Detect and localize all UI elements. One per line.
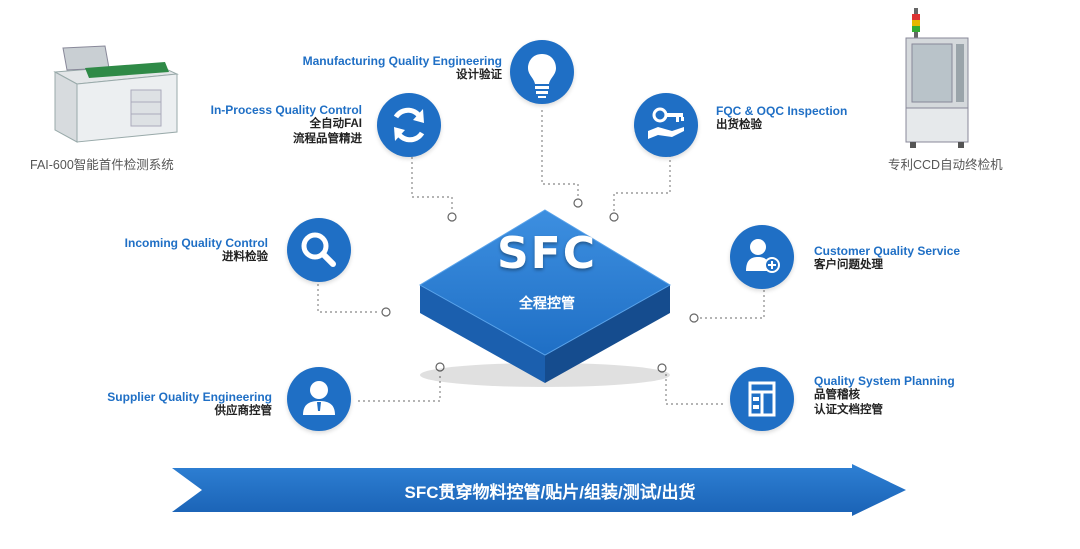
lightbulb-icon: [528, 54, 556, 98]
center-subtitle: 全程控管: [519, 295, 575, 311]
sfc-platform: [419, 209, 671, 387]
iqc-label: Incoming Quality Control 进料检验: [125, 236, 268, 265]
iqc-desc: 进料检验: [222, 251, 268, 263]
sqe-circle: [287, 367, 351, 431]
sqe-label: Supplier Quality Engineering 供应商控管: [107, 390, 272, 419]
iqc-title: Incoming Quality Control: [124, 236, 268, 250]
fqc-circle: [634, 93, 698, 157]
center-title: SFC: [496, 228, 598, 279]
qsp-circle: [730, 367, 794, 431]
ipqc-desc-1: 全自动FAI: [309, 118, 362, 130]
fqc-label: FQC & OQC Inspection 出货检验: [716, 104, 847, 133]
fqc-desc: 出货检验: [716, 119, 762, 131]
ccd-caption: 专利CCD自动终检机: [888, 158, 1003, 172]
mqe-circle: [510, 40, 574, 104]
ipqc-title: In-Process Quality Control: [210, 103, 362, 117]
banner-text: SFC贯穿物料控管/贴片/组装/测试/出货: [404, 483, 696, 502]
ipqc-desc-2: 流程品管精进: [293, 133, 362, 145]
search-icon: [301, 232, 336, 267]
ipqc-label: In-Process Quality Control 全自动FAI 流程品管精进: [211, 103, 362, 147]
iqc-circle: [287, 218, 351, 282]
process-arrow-banner: [172, 464, 906, 516]
qsp-desc-2: 认证文档控管: [814, 404, 883, 416]
refresh-icon: [393, 107, 425, 143]
user-icon: [303, 381, 335, 415]
sqe-title: Supplier Quality Engineering: [107, 390, 272, 404]
cqs-label: Customer Quality Service 客户问题处理: [814, 244, 960, 273]
user-plus-icon: [746, 239, 780, 273]
qsp-title: Quality System Planning: [814, 374, 955, 388]
cqs-title: Customer Quality Service: [814, 244, 961, 258]
qsp-desc-1: 品管稽核: [814, 389, 860, 401]
form-icon: [748, 381, 776, 417]
qsp-label: Quality System Planning 品管稽核 认证文档控管: [814, 374, 955, 418]
ipqc-circle: [377, 93, 441, 157]
mqe-title: Manufacturing Quality Engineering: [302, 54, 502, 68]
mqe-desc: 设计验证: [456, 69, 502, 81]
fai-600-caption: FAI-600智能首件检测系统: [30, 158, 174, 172]
fqc-title: FQC & OQC Inspection: [716, 104, 848, 118]
cqs-circle: [730, 225, 794, 289]
mqe-label: Manufacturing Quality Engineering 设计验证: [303, 54, 502, 83]
hand-key-icon: [648, 107, 684, 139]
cqs-desc: 客户问题处理: [814, 259, 883, 271]
sqe-desc: 供应商控管: [214, 405, 273, 417]
ccd-machine-image: [905, 8, 969, 148]
fai-600-machine-image: [53, 45, 179, 143]
